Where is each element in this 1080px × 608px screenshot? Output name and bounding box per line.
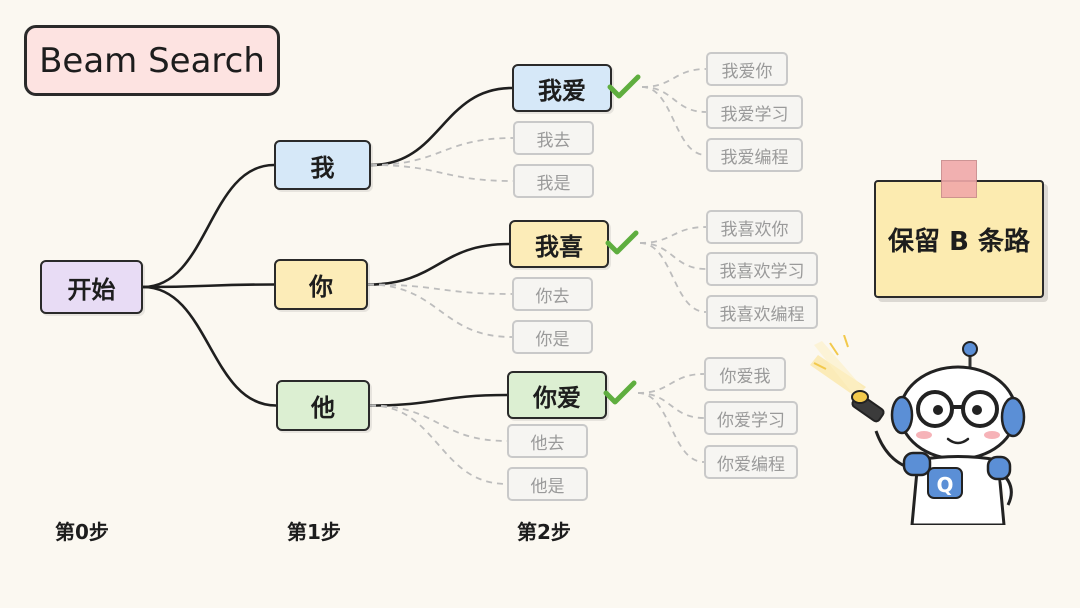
edge-check-icon-woxi-l3-5 [639, 242, 707, 313]
check-icon-woxi [605, 230, 639, 255]
kept-node-woxi: 我喜 [509, 220, 609, 268]
step-label-2: 第2步 [517, 520, 571, 544]
level3-node-1: 我爱学习 [706, 95, 803, 129]
edge-check-icon-woxi-l3-4 [639, 242, 707, 270]
mascot-badge-text: Q [936, 473, 954, 497]
edge-check-icon-woai-l3-0 [641, 68, 707, 88]
edge-check-icon-woai-l3-1 [641, 86, 707, 113]
check-icon-woai [607, 74, 641, 99]
note-text: 保留 B 条路 [888, 226, 1030, 257]
level3-node-5: 我喜欢编程 [706, 295, 818, 329]
edge-ta-niai [369, 393, 508, 407]
step-label-0: 第0步 [55, 520, 109, 544]
edge-check-icon-niai-l3-8 [637, 392, 705, 463]
tape-icon [941, 160, 977, 198]
edge-wo-woshi [370, 164, 514, 182]
step-label-1: 第1步 [287, 520, 341, 544]
pruned-node-niqu: 你去 [512, 277, 593, 311]
kept-node-niai: 你爱 [507, 371, 607, 419]
level3-node-6: 你爱我 [704, 357, 786, 391]
pruned-node-tashi: 他是 [507, 467, 588, 501]
edge-ni-woxi [367, 242, 510, 286]
pruned-node-woshi: 我是 [513, 164, 594, 198]
edge-check-icon-niai-l3-7 [637, 392, 705, 419]
level3-node-3: 我喜欢你 [706, 210, 803, 244]
level3-node-4: 我喜欢学习 [706, 252, 818, 286]
check-icon-niai [603, 380, 637, 405]
edge-wo-woqu [370, 137, 514, 166]
root-node: 开始 [40, 260, 143, 314]
edge-check-icon-woxi-l3-3 [639, 226, 707, 244]
level3-node-2: 我爱编程 [706, 138, 803, 172]
edge-ta-tashi [369, 404, 508, 485]
edge-check-icon-woai-l3-2 [641, 86, 707, 156]
level3-node-8: 你爱编程 [704, 445, 798, 479]
robot-mascot-icon [810, 335, 1026, 525]
pruned-node-nishi: 你是 [512, 320, 593, 354]
pruned-node-woqu: 我去 [513, 121, 594, 155]
kept-node-woai: 我爱 [512, 64, 612, 112]
edge-root-ni [142, 283, 275, 289]
pruned-node-taqu: 他去 [507, 424, 588, 458]
title-text: Beam Search [39, 40, 265, 81]
edge-ni-niqu [367, 283, 513, 295]
edge-wo-woai [370, 86, 513, 167]
level3-node-0: 我爱你 [706, 52, 788, 86]
level1-node-ni: 你 [274, 259, 368, 310]
edge-root-wo [142, 163, 275, 289]
title-box: Beam Search [24, 25, 280, 96]
edge-ni-nishi [367, 283, 513, 338]
level1-node-wo: 我 [274, 140, 371, 190]
edge-check-icon-niai-l3-6 [637, 373, 705, 394]
edge-ta-taqu [369, 404, 508, 442]
sticky-note: 保留 B 条路 [874, 180, 1044, 298]
level3-node-7: 你爱学习 [704, 401, 798, 435]
edge-root-ta [142, 285, 277, 407]
level1-node-ta: 他 [276, 380, 370, 431]
